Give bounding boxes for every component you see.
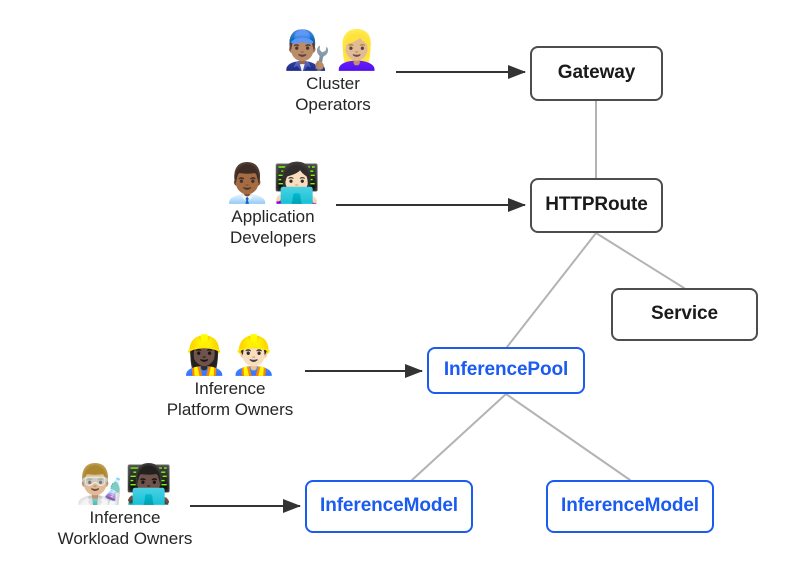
node-label-inferencepool: InferencePool xyxy=(443,359,569,381)
connector-inferencepool-to-inferencemodel-left xyxy=(411,393,507,481)
node-label-httproute: HTTPRoute xyxy=(545,194,648,216)
persona-inference-workload-owners: 👨🏼‍🔬👨🏿‍💻Inference Workload Owners xyxy=(30,462,220,549)
node-inferencemodel-right[interactable]: InferenceModel xyxy=(546,480,714,533)
node-httproute[interactable]: HTTPRoute xyxy=(530,178,663,233)
construction-worker-woman-icon: 👷🏿‍♀️👷🏻‍♂️ xyxy=(180,333,280,377)
node-gateway[interactable]: Gateway xyxy=(530,46,663,101)
node-label-service: Service xyxy=(651,303,718,325)
persona-cluster-operators: 👨🏽‍🔧👱🏼‍♀️Cluster Operators xyxy=(238,28,428,115)
persona-label-cluster-operators: Cluster Operators xyxy=(295,74,371,114)
connector-httproute-to-service xyxy=(595,232,685,289)
connector-inferencepool-to-inferencemodel-right xyxy=(505,393,631,481)
node-label-inferencemodel-left: InferenceModel xyxy=(320,495,458,517)
node-label-gateway: Gateway xyxy=(557,62,636,84)
persona-label-inference-platform-owners: Inference Platform Owners xyxy=(166,379,294,419)
connector-httproute-to-inferencepool xyxy=(506,232,597,348)
persona-arrows xyxy=(190,65,526,513)
node-label-inferencemodel-right: InferenceModel xyxy=(561,495,699,517)
mechanic-man-icon: 👨🏽‍🔧👱🏼‍♀️ xyxy=(283,28,383,72)
persona-label-inference-workload-owners: Inference Workload Owners xyxy=(57,508,193,548)
node-inferencepool[interactable]: InferencePool xyxy=(427,347,585,394)
persona-application-developers: 👨🏾‍💼👩🏻‍💻Application Developers xyxy=(178,161,368,248)
scientist-icon: 👨🏼‍🔬👨🏿‍💻 xyxy=(75,462,175,506)
node-inferencemodel-left[interactable]: InferenceModel xyxy=(305,480,473,533)
persona-inference-platform-owners: 👷🏿‍♀️👷🏻‍♂️Inference Platform Owners xyxy=(135,333,325,420)
node-service[interactable]: Service xyxy=(611,288,758,341)
persona-label-application-developers: Application Developers xyxy=(230,207,316,247)
office-worker-man-icon: 👨🏾‍💼👩🏻‍💻 xyxy=(223,161,323,205)
